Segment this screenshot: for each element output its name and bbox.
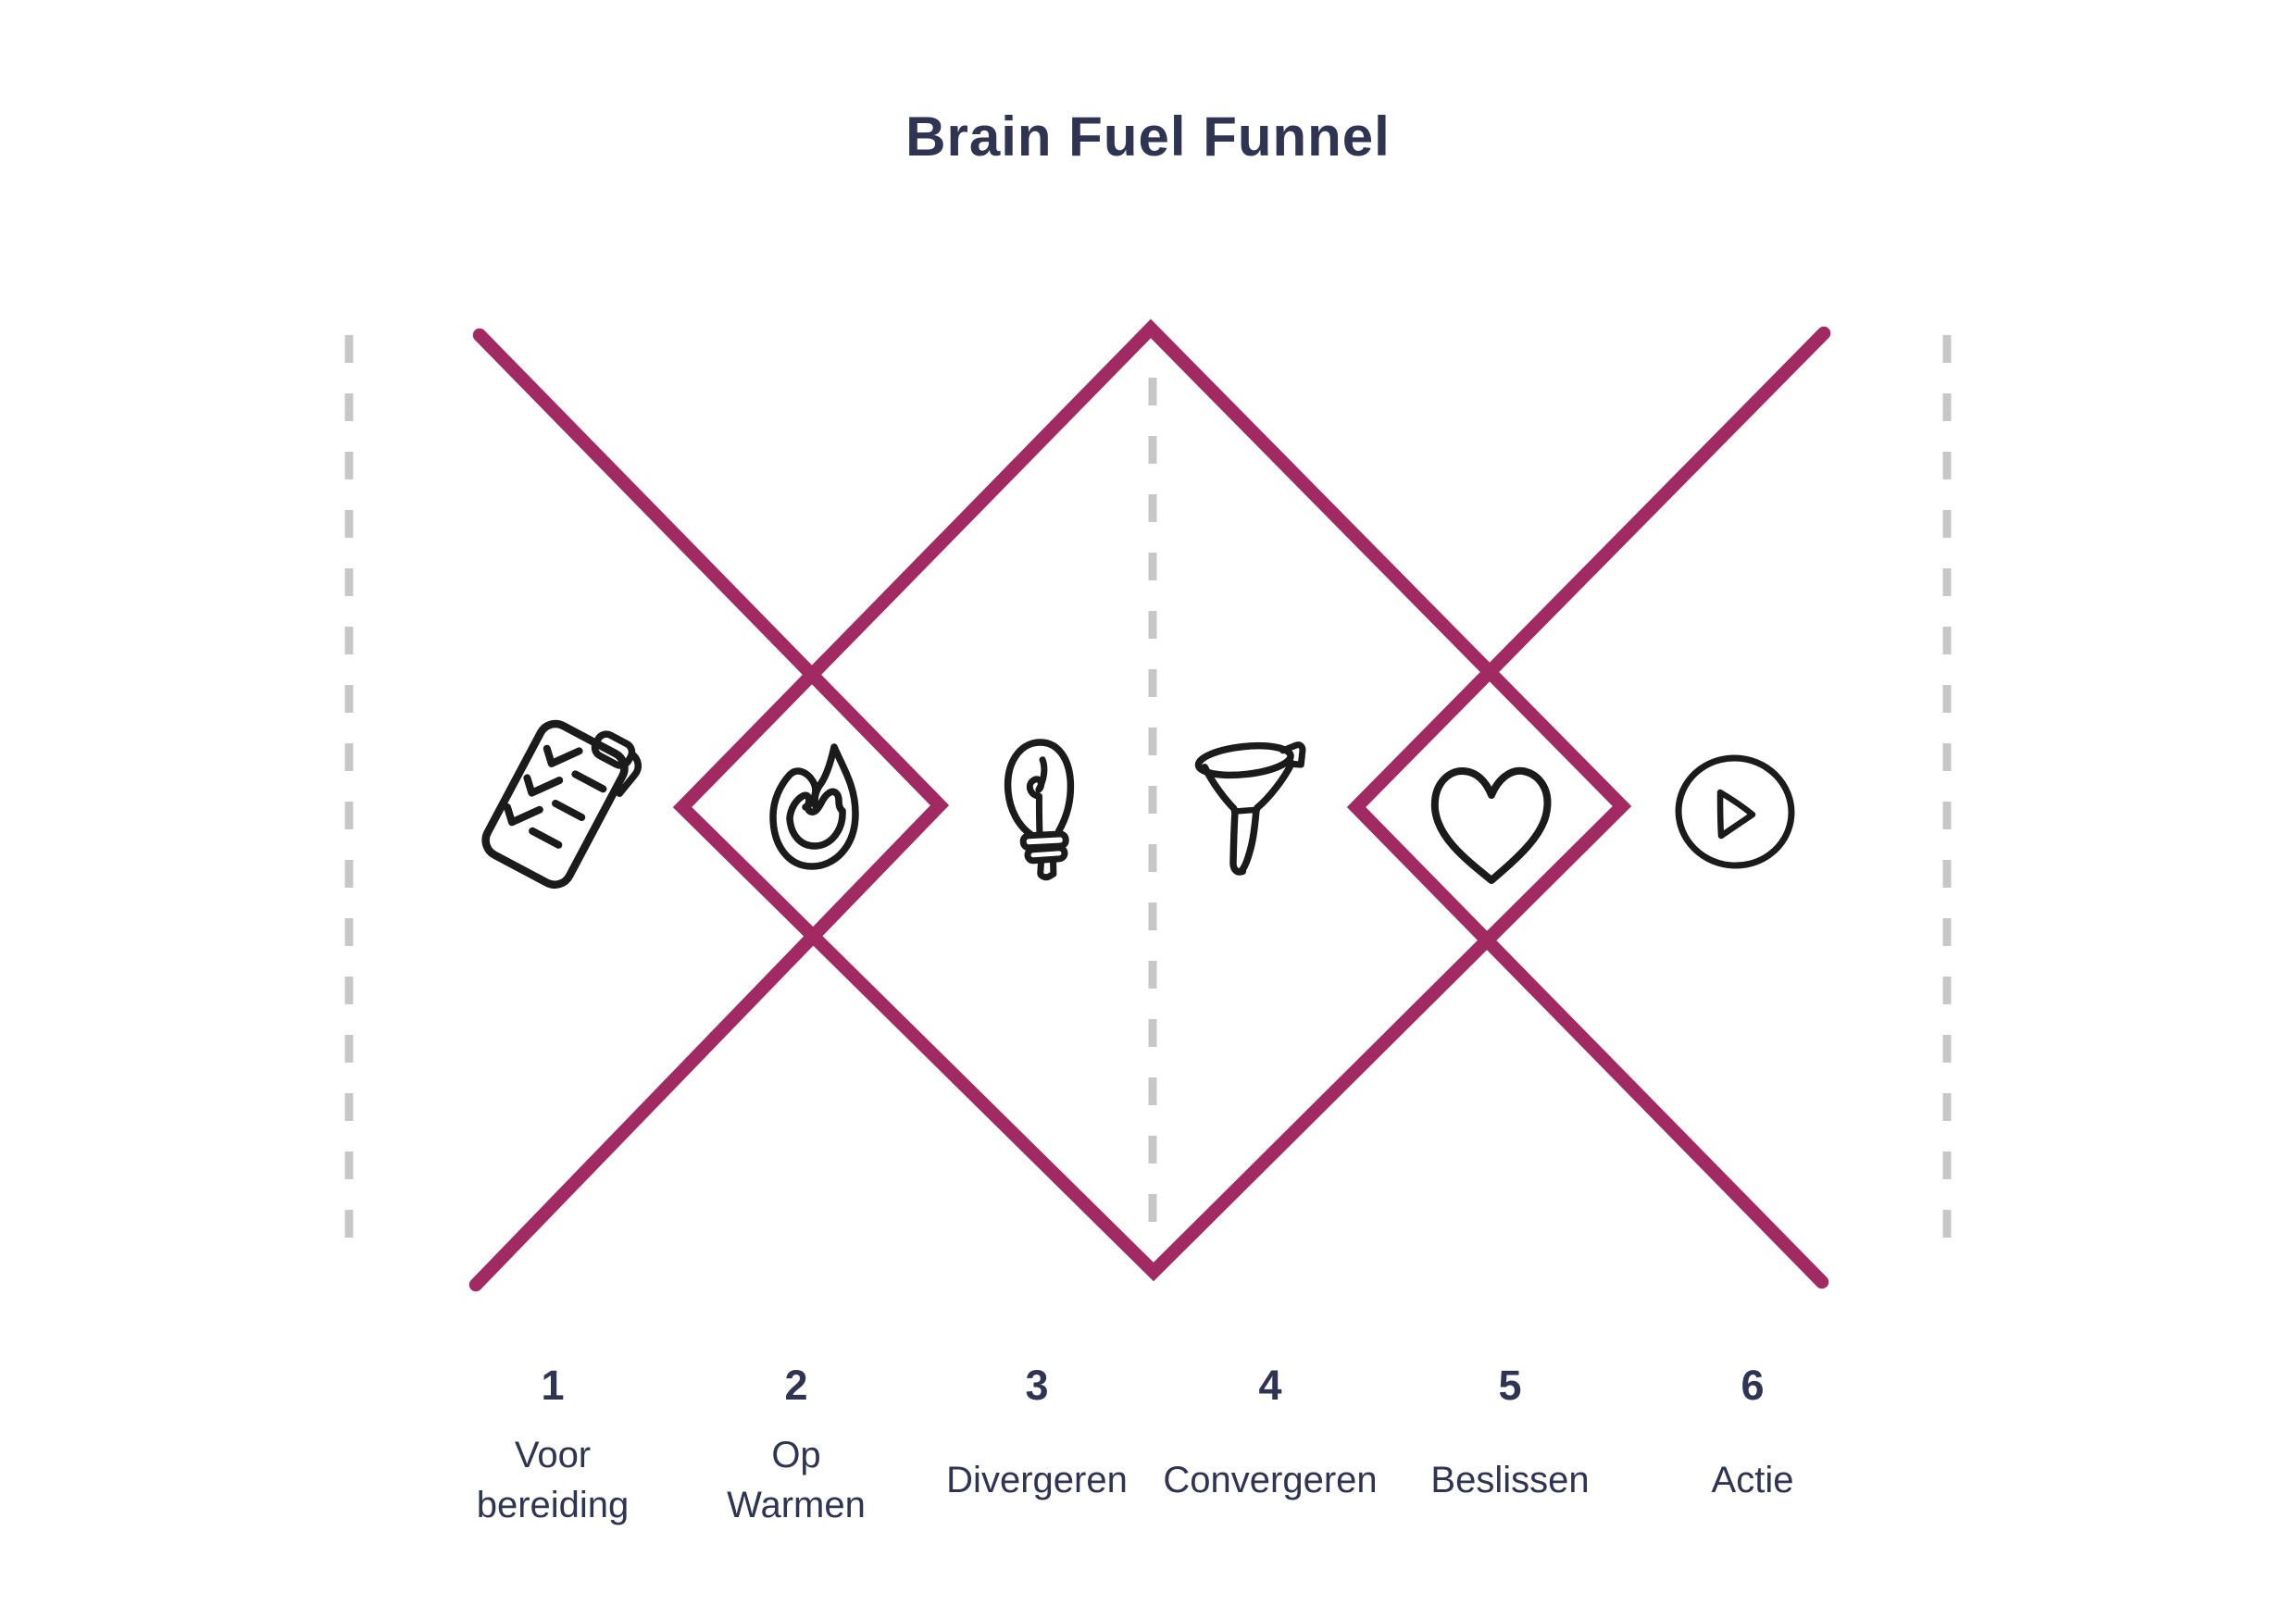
- phase-4-number: 4: [1258, 1362, 1282, 1409]
- phase-4-label: Convergeren: [1163, 1460, 1378, 1500]
- funnel-lines: [468, 318, 1831, 1292]
- phase-6-label: Actie: [1711, 1460, 1794, 1500]
- phase-4: 4 Convergeren: [1131, 1364, 1409, 1532]
- phase-3-label: Divergeren: [946, 1460, 1128, 1500]
- page-title: Brain Fuel Funnel: [905, 106, 1391, 168]
- phase-5: 5 Beslissen: [1371, 1364, 1649, 1532]
- left-chevron-line: [468, 328, 950, 1292]
- checklist-icon: [481, 719, 642, 890]
- phase-1-number: 1: [541, 1362, 565, 1409]
- lightbulb-icon: [1004, 739, 1075, 881]
- funnel-icon: [1194, 741, 1306, 876]
- phase-3: 3 Divergeren: [898, 1364, 1176, 1532]
- phase-1: 1 Voor bereiding: [414, 1364, 692, 1532]
- phase-2-label: Op Warmen: [727, 1435, 866, 1525]
- phase-icons: [481, 719, 1795, 890]
- phase-6-number: 6: [1741, 1362, 1765, 1409]
- phase-5-number: 5: [1498, 1362, 1522, 1409]
- play-icon: [1675, 754, 1795, 869]
- right-chevron-line: [1346, 326, 1831, 1289]
- phase-6: 6 Actie: [1614, 1364, 1891, 1532]
- flame-icon: [769, 743, 859, 870]
- phase-2-number: 2: [784, 1362, 808, 1409]
- heart-icon: [1430, 766, 1552, 884]
- guide-lines: [344, 335, 1952, 1261]
- phase-2: 2 Op Warmen: [657, 1364, 935, 1532]
- phase-1-label: Voor bereiding: [476, 1435, 630, 1525]
- center-diamond-outline: [672, 318, 1632, 1282]
- phase-3-number: 3: [1025, 1362, 1049, 1409]
- phase-5-label: Beslissen: [1430, 1460, 1590, 1500]
